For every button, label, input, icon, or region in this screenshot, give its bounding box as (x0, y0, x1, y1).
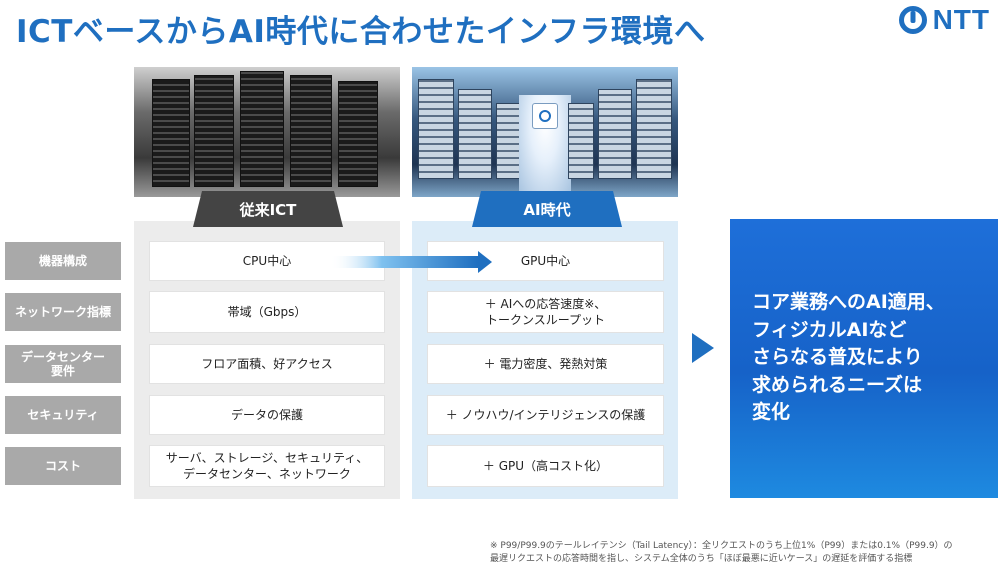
legacy-network-cell: 帯域（Gbps） (150, 292, 384, 332)
ai-era-tab: AI時代 (472, 191, 622, 227)
ntt-logo: NTT (898, 4, 990, 36)
row-label-equipment: 機器構成 (5, 242, 121, 280)
page-title: ICTベースからAI時代に合わせたインフラ環境へ (16, 14, 706, 50)
row-label-datacenter-requirements: データセンター 要件 (5, 345, 121, 383)
row-label-security: セキュリティ (5, 396, 121, 434)
ai-cost-cell: ＋ GPU（高コスト化） (428, 446, 663, 486)
ntt-logo-icon (898, 6, 927, 34)
legacy-security-cell: データの保護 (150, 396, 384, 434)
ntt-sign-icon (532, 103, 558, 129)
ai-security-cell: ＋ ノウハウ/インテリジェンスの保護 (428, 396, 663, 434)
server-room-photo-legacy (134, 67, 400, 197)
row-label-network-metric: ネットワーク指標 (5, 293, 121, 331)
cpu-to-gpu-arrow-icon (330, 251, 492, 273)
ai-datacenter-cell: ＋ 電力密度、発熱対策 (428, 345, 663, 383)
arrow-right-icon (692, 333, 714, 363)
footnote: ※ P99/P99.9のテールレイテンシ（Tail Latency）：全リクエス… (490, 541, 953, 565)
legacy-cost-cell: サーバ、ストレージ、セキュリティ、 データセンター、ネットワーク (150, 446, 384, 486)
ai-network-cell: ＋ AIへの応答速度※、 トークンスループット (428, 292, 663, 332)
ntt-logo-text: NTT (932, 4, 990, 35)
summary-box: コア業務へのAI適用、 フィジカルAIなど さらなる普及により 求められるニーズ… (730, 219, 998, 498)
server-room-photo-ai (412, 67, 678, 197)
row-label-cost: コスト (5, 447, 121, 485)
legacy-datacenter-cell: フロア面積、好アクセス (150, 345, 384, 383)
legacy-ict-tab: 従来ICT (193, 191, 343, 227)
